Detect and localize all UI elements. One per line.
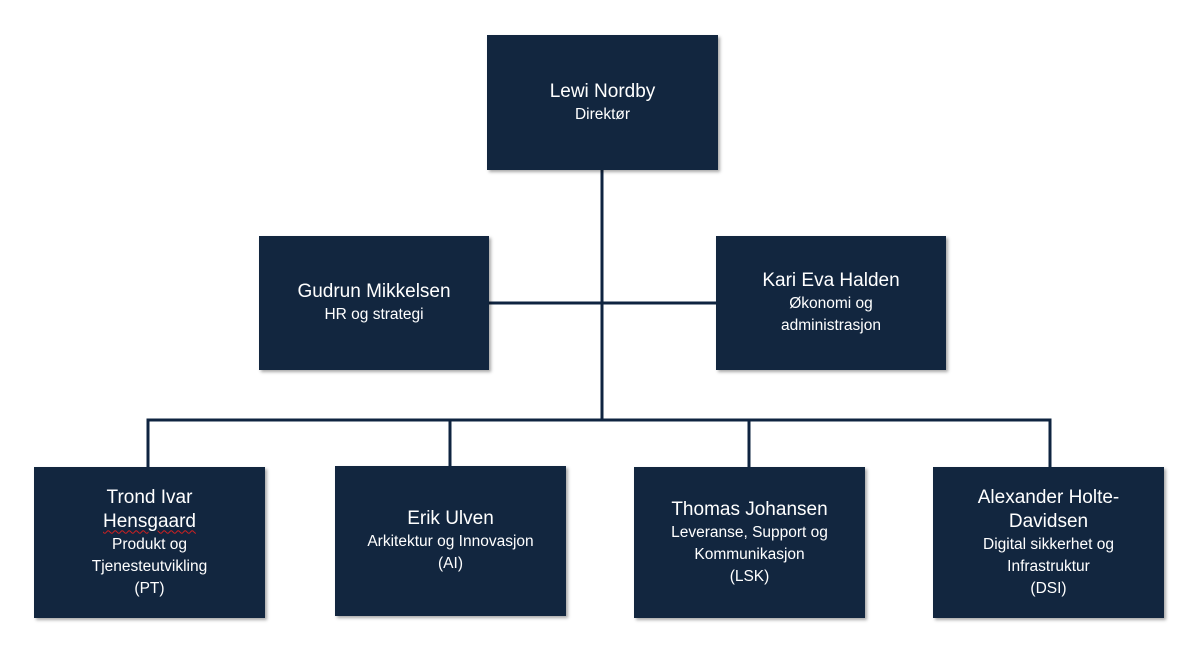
node-role-line: administrasjon bbox=[781, 317, 881, 334]
org-node-economy-administration: Kari Eva Halden Økonomi og administrasjo… bbox=[716, 236, 946, 370]
node-role: Direktør bbox=[574, 105, 631, 123]
node-role-line: Infrastruktur bbox=[1007, 557, 1090, 575]
node-role-line: (DSI) bbox=[1030, 579, 1067, 597]
node-role-line: Arkitektur og Innovasjon bbox=[367, 533, 534, 550]
org-node-department-dsi: Alexander Holte- Davidsen Digital sikker… bbox=[933, 467, 1164, 618]
node-role-line: Økonomi og bbox=[789, 295, 873, 312]
org-node-hr-strategy: Gudrun Mikkelsen HR og strategi bbox=[259, 236, 489, 370]
node-role-line: Produkt og bbox=[112, 535, 187, 553]
node-role-line: Leveranse, Support og bbox=[671, 523, 828, 541]
node-role-line: Tjenesteutvikling bbox=[91, 557, 208, 575]
org-node-department-ai: Erik Ulven Arkitektur og Innovasjon (AI) bbox=[335, 466, 566, 616]
node-name: Erik Ulven bbox=[407, 508, 494, 529]
node-name-line: Davidsen bbox=[1008, 510, 1089, 532]
node-role-line: (PT) bbox=[134, 579, 165, 597]
node-name-line: Hensgaard bbox=[103, 510, 196, 534]
node-role-line: (LSK) bbox=[729, 567, 770, 585]
org-node-director: Lewi Nordby Direktør bbox=[487, 35, 718, 170]
node-name-line: Trond Ivar bbox=[106, 486, 193, 508]
node-name: Thomas Johansen bbox=[671, 498, 828, 520]
node-name: Gudrun Mikkelsen bbox=[297, 281, 451, 302]
node-role-line: Kommunikasjon bbox=[694, 545, 805, 563]
node-name-line: Alexander Holte- bbox=[977, 486, 1120, 508]
node-name: Lewi Nordby bbox=[549, 80, 656, 102]
org-node-department-pt: Trond Ivar Hensgaard Produkt og Tjeneste… bbox=[34, 467, 265, 618]
spellcheck-flagged-word: Hensgaard bbox=[103, 510, 196, 532]
node-role-line: (AI) bbox=[438, 555, 463, 572]
node-role-line: Digital sikkerhet og bbox=[983, 535, 1114, 553]
org-node-department-lsk: Thomas Johansen Leveranse, Support og Ko… bbox=[634, 467, 865, 618]
node-role: HR og strategi bbox=[324, 306, 424, 323]
node-name: Kari Eva Halden bbox=[762, 270, 900, 291]
